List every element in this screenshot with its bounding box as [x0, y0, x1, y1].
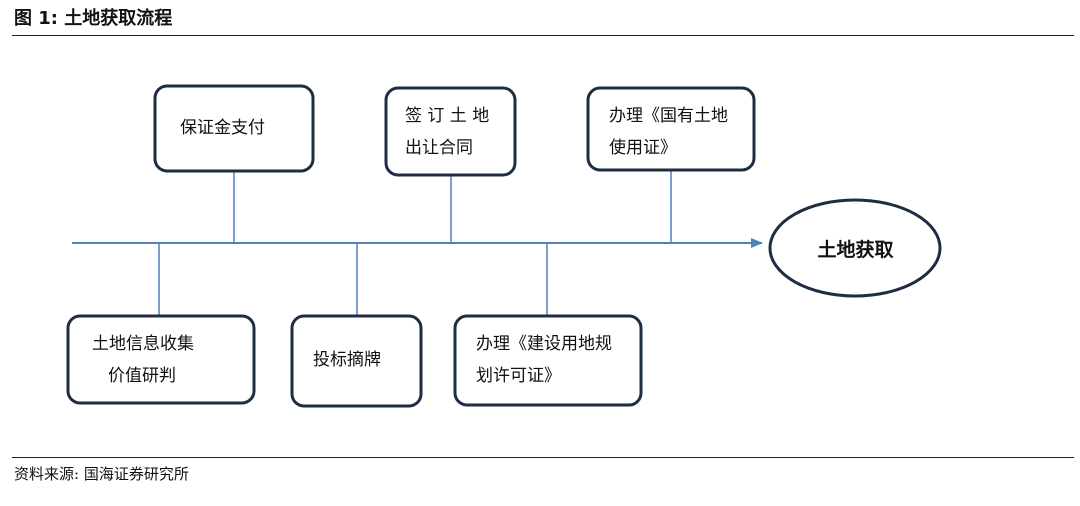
source-note: 资料来源: 国海证券研究所 [14, 463, 189, 484]
step-box-lower-3 [453, 314, 643, 407]
step-label-line: 办理《国有土地 [609, 106, 728, 126]
step-label-lower-2: 投标摘牌 [313, 344, 381, 376]
step-label-line: 土地信息收集 [92, 334, 194, 354]
goal-ellipse [768, 198, 942, 298]
step-box-upper-1 [153, 84, 315, 173]
step-label-upper-1: 保证金支付 [180, 112, 265, 144]
step-label-line: 保证金支付 [180, 118, 265, 138]
step-label-line: 划许可证》 [476, 366, 561, 386]
step-label-upper-3: 办理《国有土地 使用证》 [609, 100, 728, 164]
step-label-lower-1: 土地信息收集 价值研判 [92, 328, 194, 392]
goal-label: 土地获取 [817, 238, 894, 261]
step-label-line: 使用证》 [609, 138, 677, 158]
bottom-rule [12, 457, 1074, 458]
step-label-line: 投标摘牌 [313, 350, 381, 370]
step-box-lower-1 [66, 314, 256, 405]
step-box-upper-2 [384, 86, 517, 177]
step-label-line: 价值研判 [108, 366, 176, 386]
figure-title: 图 1: 土地获取流程 [14, 8, 173, 29]
step-label-upper-2: 签 订 土 地 出让合同 [405, 100, 489, 164]
step-box-lower-2 [290, 314, 423, 408]
step-box-upper-3 [586, 86, 756, 172]
step-label-line: 签 订 土 地 [405, 106, 490, 126]
top-rule [12, 35, 1074, 36]
step-label-line: 办理《建设用地规 [476, 334, 612, 354]
step-label-line: 出让合同 [405, 138, 473, 158]
step-label-lower-3: 办理《建设用地规 划许可证》 [476, 328, 612, 392]
source-value: 国海证券研究所 [83, 465, 189, 483]
source-label: 资料来源: [14, 465, 80, 483]
